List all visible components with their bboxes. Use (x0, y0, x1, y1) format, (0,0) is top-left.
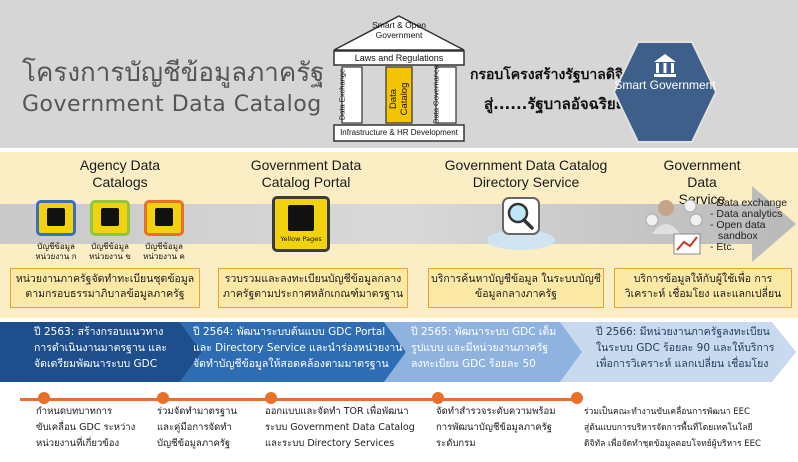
data-service-description: บริการข้อมูลให้กับผู้ใช้เพื่อ การวิเคราะ… (614, 268, 792, 308)
smart-government-label: Smart Government (614, 78, 716, 92)
event-marker (571, 392, 583, 404)
temple-base-label: Infrastructure & HR Development (340, 128, 458, 137)
event-marker (38, 392, 50, 404)
framework-heading: กรอบโครงสร้างรัฐบาลดิจิทัล (470, 67, 641, 83)
temple-icon (333, 15, 465, 142)
event-2: ร่วมจัดทำมาตรฐาน และคู่มือการจัดทำ บัญชี… (157, 406, 237, 449)
agency-catalogs-description: หน่วยงานภาครัฐจัดทำทะเบียนชุดข้อมูล ตามก… (10, 268, 200, 308)
yellow-pages-icon: Yellow Pages (272, 196, 330, 252)
search-icon (487, 197, 555, 250)
yellow-pages-caption: Yellow Pages (280, 235, 322, 243)
event-marker (432, 392, 444, 404)
agency-b-label: บัญชีข้อมูล หน่วยงาน ข (89, 242, 131, 261)
temple-pillar-left-label: Data Exchange (337, 68, 347, 121)
column-title-portal: Government Data Catalog Portal (250, 157, 362, 190)
phase-2563: ปี 2563: สร้างกรอบแนวทาง การดำเนินงานมาต… (34, 326, 168, 370)
column-title-directory-service: Government Data Catalog Directory Servic… (444, 157, 608, 190)
event-marker (265, 392, 277, 404)
phase-2564: ปี 2564: พัฒนาระบบต้นแบบ GDC Portal และ … (193, 326, 403, 370)
page-title-thai: โครงการบัญชีข้อมูลภาครัฐ (22, 58, 325, 88)
directory-service-description: บริการค้นหาบัญชีข้อมูล ในระบบบัญชีข้อมูล… (428, 268, 604, 308)
temple-beam-label: Laws and Regulations (354, 53, 444, 63)
framework-temple-diagram (328, 14, 470, 146)
bullet-etc: - Etc. (710, 241, 735, 253)
portal-description: รวบรวมและลงทะเบียนบัญชีข้อมูลกลาง ภาครัฐ… (218, 268, 408, 308)
agency-c-label: บัญชีข้อมูล หน่วยงาน ค (143, 242, 185, 261)
event-4: จัดทำสำรวจระดับความพร้อม การพัฒนาบัญชีข้… (436, 406, 556, 449)
bullet-data-analytics: - Data analytics (710, 208, 783, 220)
temple-pillar-right-label: Data Governance (431, 65, 441, 124)
yellow-pages-icon (144, 200, 184, 236)
event-1: กำหนดบทบาทการ ขับเคลื่อน GDC ระหว่าง หน่… (36, 406, 136, 449)
yellow-pages-icon (36, 200, 76, 236)
temple-pillar-center-label: Data Catalog (388, 82, 410, 116)
phase-2565: ปี 2565: พัฒนาระบบ GDC เต็ม รูปแบบ และมี… (411, 326, 557, 370)
bullet-data-exchange: - Data exchange (710, 197, 788, 209)
page-title-english: Government Data Catalog (22, 92, 322, 117)
event-3: ออกแบบและจัดทำ TOR เพื่อพัฒนา ระบบ Gover… (265, 406, 415, 449)
government-building-icon (654, 54, 676, 77)
temple-roof-label: Smart & Open Government (372, 20, 426, 40)
phase-2566: ปี 2566: มีหน่วยงานภาครัฐลงทะเบียน ในระบ… (596, 326, 775, 370)
timeline-chevrons (0, 322, 796, 382)
analytics-icon (645, 199, 703, 255)
event-timeline-line (20, 398, 580, 401)
agency-catalog-icons: บัญชีข้อมูล หน่วยงาน ก บัญชีข้อมูล หน่วย… (35, 200, 186, 270)
progress-arrow (0, 186, 796, 262)
yellow-pages-icon (90, 200, 130, 236)
smart-government-hexagon (612, 41, 718, 143)
bullet-open-data-sandbox: - Open data sandbox (710, 219, 766, 242)
data-service-bullets: - Data exchange - Data analytics - Open … (710, 198, 796, 253)
column-title-agency-catalogs: Agency Data Catalogs (79, 157, 161, 190)
agency-a-label: บัญชีข้อมูล หน่วยงาน ก (35, 242, 77, 261)
event-5: ร่วมเป็นคณะทำงานขับเคลื่อนการพัฒนา EEC ส… (584, 407, 761, 449)
event-marker (157, 392, 169, 404)
framework-subheading: สู่......รัฐบาลอัจฉริยะ (484, 95, 624, 113)
